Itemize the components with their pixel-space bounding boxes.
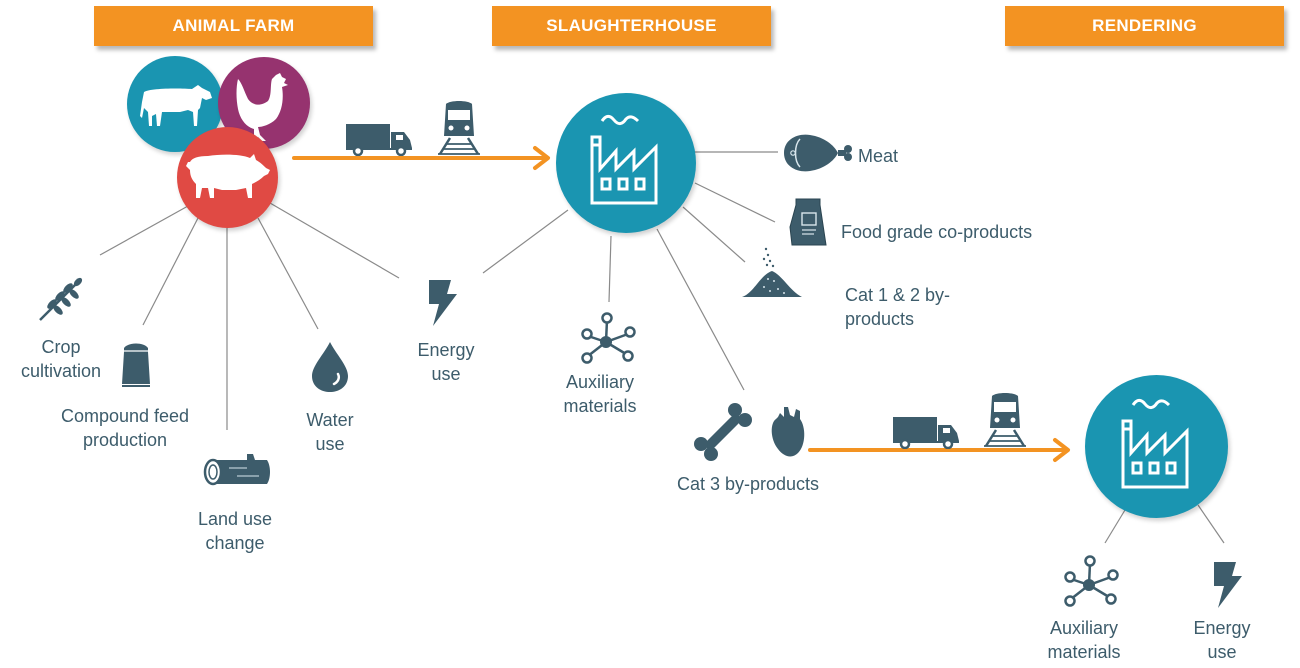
connector-crop <box>99 205 189 256</box>
chicken-circle <box>218 57 310 149</box>
factory-icon-2 <box>1121 398 1189 489</box>
output-label-meat: Meat <box>858 146 899 166</box>
input-label-crop: Crop cultivation <box>20 337 102 381</box>
slaughterhouse-circle <box>556 93 696 233</box>
stage-header-slaughterhouse: SLAUGHTERHOUSE <box>492 6 771 46</box>
heart-organ-icon <box>771 407 805 457</box>
input-label-aux-r: Auxiliary materials <box>1047 618 1121 662</box>
input-label-aux-sh: Auxiliary materials <box>563 372 637 416</box>
molecule-icon-2 <box>1064 555 1119 607</box>
pig-icon <box>186 154 270 198</box>
connector-energy-farm <box>269 202 400 279</box>
transport-arrow-1 <box>292 146 550 170</box>
connector-cat12 <box>682 206 746 263</box>
truck-icon-2 <box>893 417 959 449</box>
input-label-feed: Compound feed production <box>60 406 190 450</box>
input-label-land-use: Land use change <box>197 509 273 553</box>
transport-arrow-2 <box>808 438 1070 462</box>
meat-icon <box>784 134 852 172</box>
input-label-energy-r: Energy use <box>1193 618 1251 662</box>
chicken-icon <box>236 73 288 141</box>
feed-sack-icon <box>122 343 150 387</box>
powder-pile-icon <box>742 247 802 297</box>
truck-icon <box>346 124 412 156</box>
input-label-water: Water use <box>306 410 354 454</box>
pig-circle <box>177 127 278 228</box>
rendering-circle <box>1085 375 1228 518</box>
output-label-cat3: Cat 3 by-products <box>676 474 820 494</box>
lightning-icon <box>429 280 457 326</box>
connector-aux-sh <box>608 235 612 303</box>
connector-feed <box>142 217 199 326</box>
factory-icon <box>590 114 658 205</box>
output-label-food-grade: Food grade co-products <box>841 222 1033 242</box>
connector-food <box>694 182 776 223</box>
output-label-cat12: Cat 1 & 2 by- products <box>845 285 951 329</box>
cow-icon <box>140 85 212 126</box>
connector-cat3 <box>656 228 745 391</box>
log-icon <box>203 454 270 486</box>
cow-circle <box>127 56 223 152</box>
bone-icon <box>694 403 752 461</box>
connector-energy-sh <box>482 209 569 274</box>
connector-water <box>257 217 319 330</box>
food-bag-icon <box>789 198 827 246</box>
connector-aux-r <box>1104 509 1126 544</box>
train-icon-2 <box>984 393 1026 447</box>
connector-energy-r <box>1197 504 1225 544</box>
wheat-icon <box>39 277 83 321</box>
lightning-icon-2 <box>1214 562 1242 608</box>
stage-header-rendering: RENDERING <box>1005 6 1284 46</box>
input-label-energy-farm: Energy use <box>417 340 475 384</box>
molecule-icon <box>581 312 636 364</box>
water-drop-icon <box>312 342 348 392</box>
train-icon <box>438 101 480 155</box>
stage-header-animal-farm: ANIMAL FARM <box>94 6 373 46</box>
